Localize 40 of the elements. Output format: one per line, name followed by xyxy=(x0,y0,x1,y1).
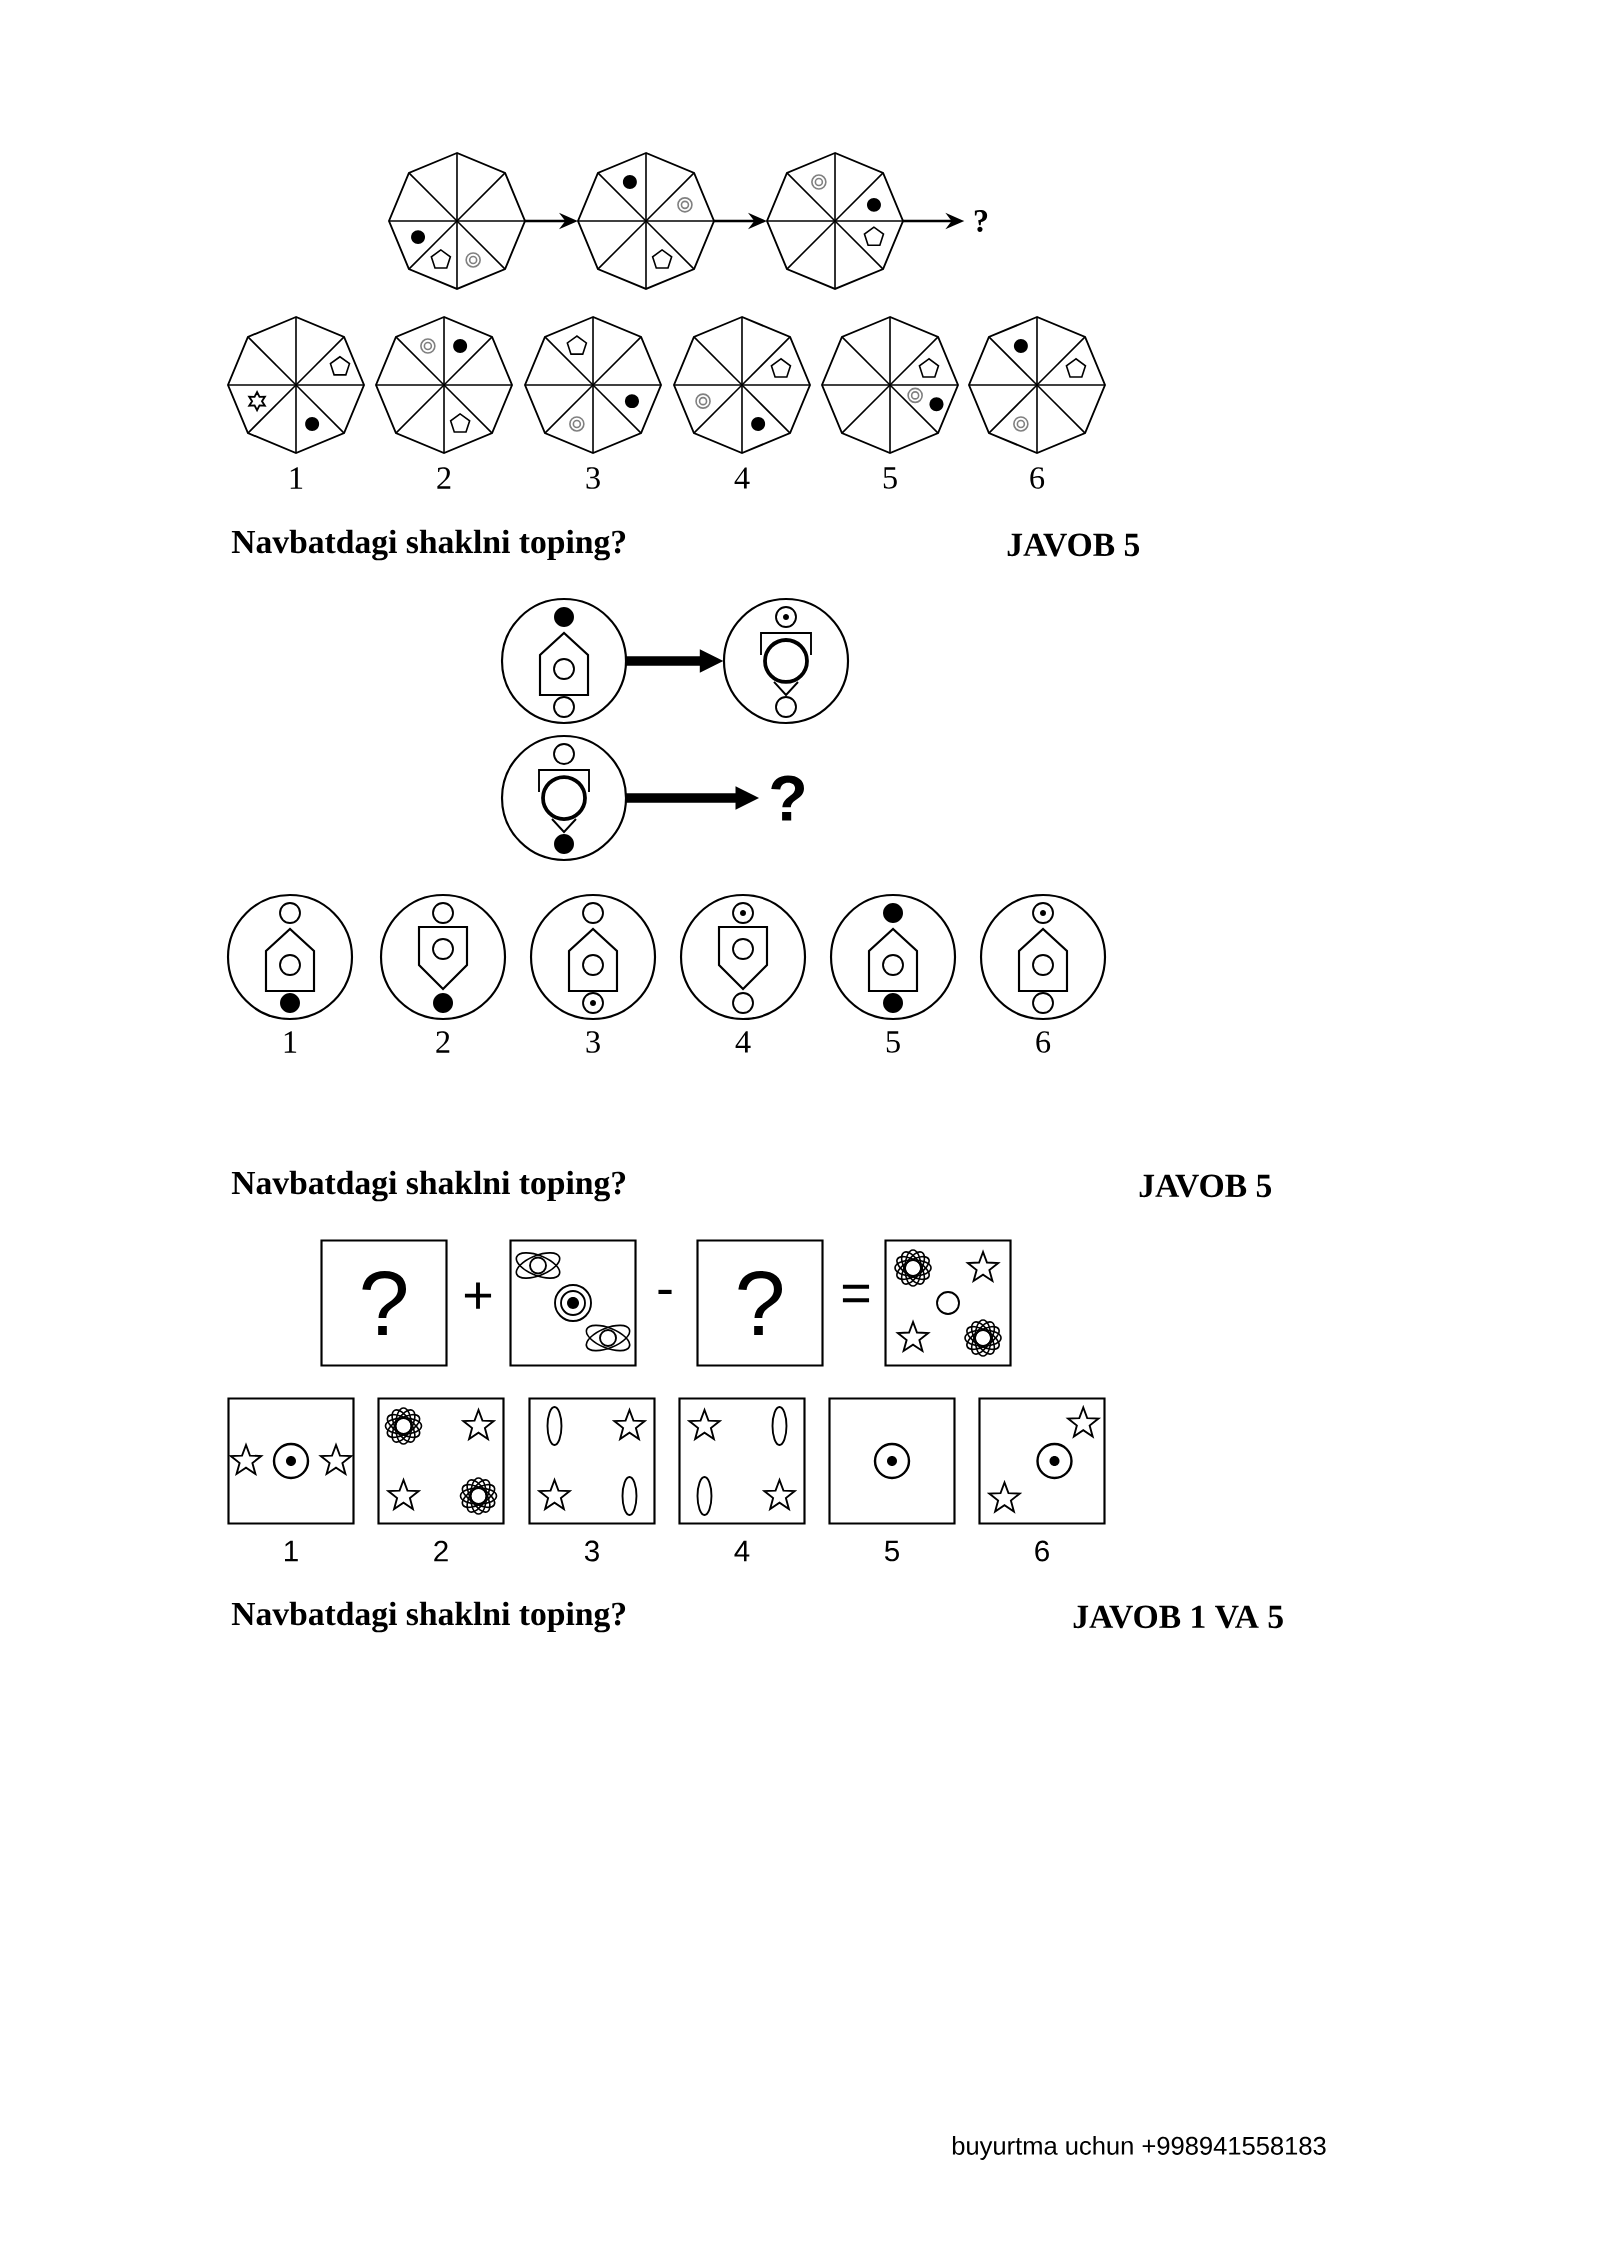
octagon-drawing xyxy=(766,152,904,290)
option-number: 5 xyxy=(886,1031,900,1053)
question-text: Navbatdagi shaklni toping? xyxy=(231,1601,626,1633)
octagon-drawing xyxy=(388,152,526,290)
option-number: 2 xyxy=(434,1540,448,1562)
square-figure-drawing xyxy=(509,1239,637,1367)
circle-figure-drawing xyxy=(500,597,628,725)
option-number: 5 xyxy=(883,467,897,489)
option-number: 3 xyxy=(586,467,600,489)
question-box: ? xyxy=(320,1239,448,1367)
question-mark: ? xyxy=(974,210,988,232)
option-number: 4 xyxy=(735,1031,751,1053)
option-number: 4 xyxy=(734,467,750,489)
answer-text: JAVOB 5 xyxy=(1139,1174,1272,1198)
question-mark: ? xyxy=(771,775,804,821)
question-text: Navbatdagi shaklni toping? xyxy=(231,1170,626,1202)
question-text: Navbatdagi shaklni toping? xyxy=(231,529,626,561)
option-number: 3 xyxy=(584,1540,599,1562)
option-number: 6 xyxy=(1035,1540,1049,1562)
option-number: 1 xyxy=(284,1031,297,1053)
circle-figure-drawing xyxy=(722,597,850,725)
operator-sign: + xyxy=(464,1282,492,1309)
option-number: 4 xyxy=(734,1540,750,1562)
option-number: 1 xyxy=(285,1540,298,1562)
answer-text: JAVOB 1 VA 5 xyxy=(1073,1605,1283,1629)
option-number: 2 xyxy=(437,467,451,489)
square-figure-drawing xyxy=(884,1239,1012,1367)
circle-figure-drawing xyxy=(500,734,628,862)
footer-text: buyurtma uchun +998941558183 xyxy=(952,2136,1326,2160)
answer-text: JAVOB 5 xyxy=(1007,533,1140,557)
option-number: 5 xyxy=(884,1540,899,1562)
question-box: ? xyxy=(696,1239,824,1367)
operator-sign: = xyxy=(842,1284,870,1303)
option-number: 6 xyxy=(1036,1031,1051,1053)
option-number: 6 xyxy=(1030,467,1045,489)
option-number: 2 xyxy=(436,1031,450,1053)
operator-sign: - xyxy=(658,1289,672,1294)
option-number: 1 xyxy=(290,467,303,489)
option-number: 3 xyxy=(586,1031,600,1053)
octagon-drawing xyxy=(577,152,715,290)
